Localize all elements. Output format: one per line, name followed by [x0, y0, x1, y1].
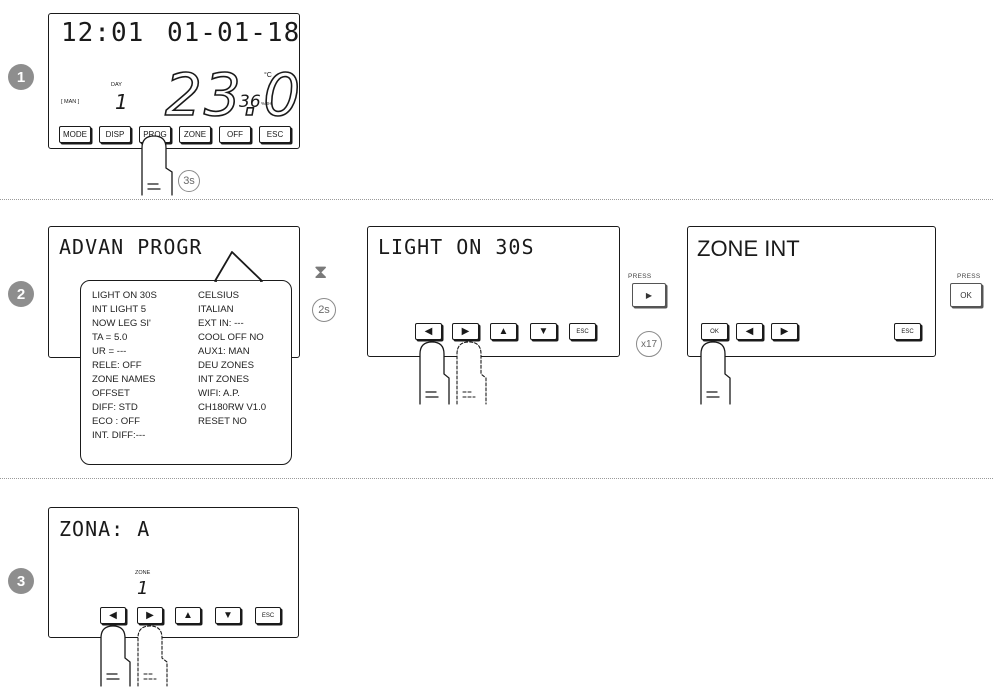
screen-title: ZONA: A [59, 517, 151, 541]
up-arrow-icon: ▲ [183, 610, 193, 621]
left-button[interactable]: ◀ [100, 607, 126, 624]
ok-button[interactable]: OK [701, 323, 728, 340]
esc-button[interactable]: ESC [569, 323, 596, 340]
menu-item: INT LIGHT 5 [92, 304, 147, 315]
step-2-badge: 2 [8, 281, 34, 307]
down-button[interactable]: ▼ [530, 323, 557, 340]
left-arrow-icon: ◀ [745, 326, 754, 337]
menu-item: EXT IN: --- [198, 318, 244, 329]
press-label: PRESS [957, 273, 981, 280]
wait-duration: 2s [312, 298, 336, 322]
menu-item: ECO : OFF [92, 416, 140, 427]
screen-title: LIGHT ON 30S [378, 235, 535, 259]
menu-item: CH180RW V1.0 [198, 402, 267, 413]
menu-item: INT ZONES [198, 374, 249, 385]
press-ok-key: OK [950, 283, 982, 307]
up-button[interactable]: ▲ [175, 607, 201, 624]
day-label: DAY [111, 82, 122, 88]
right-button[interactable]: ▶ [137, 607, 163, 624]
right-arrow-icon: ▶ [780, 326, 789, 337]
screen-title: ZONE INT [697, 236, 800, 261]
separator [0, 478, 993, 479]
esc-button[interactable]: ESC [894, 323, 921, 340]
left-arrow-icon: ◀ [109, 610, 117, 621]
zone-value: 1 [137, 578, 149, 599]
down-button[interactable]: ▼ [215, 607, 241, 624]
repeat-count: x17 [636, 331, 662, 357]
day-value: 1 [115, 90, 128, 114]
step-1-badge: 1 [8, 64, 34, 90]
right-button[interactable]: ▶ [771, 323, 798, 340]
right-arrow-icon: ▶ [645, 290, 653, 300]
left-button[interactable]: ◀ [736, 323, 763, 340]
mode-indicator: [ MAN ] [61, 99, 80, 105]
zone-label: ZONE [135, 570, 151, 576]
off-button[interactable]: OFF [219, 126, 251, 143]
menu-item: WIFI: A.P. [198, 388, 240, 399]
down-arrow-icon: ▼ [538, 326, 549, 337]
up-button[interactable]: ▲ [490, 323, 517, 340]
menu-item: AUX1: MAN [198, 346, 250, 357]
humidity-unit: %RH [261, 101, 272, 106]
menu-item: LIGHT ON 30S [92, 290, 157, 301]
zone-int-display: ZONE INT OK ◀ ▶ ESC [687, 226, 936, 357]
right-button[interactable]: ▶ [452, 323, 479, 340]
mode-button[interactable]: MODE [59, 126, 91, 143]
thermostat-display-home: 12:01 01-01-18 DAY 1 [ MAN ] 23.0 °C 36 … [48, 13, 303, 149]
step-3-badge: 3 [8, 568, 34, 594]
right-arrow-icon: ▶ [461, 326, 470, 337]
screen-title: ADVAN PROGR [59, 235, 203, 259]
up-arrow-icon: ▲ [498, 326, 509, 337]
menu-list-bubble [80, 280, 292, 465]
zone-select-display: ZONA: A ZONE 1 ◀ ▶ ▲ ▼ ESC [48, 507, 299, 638]
right-arrow-icon: ▶ [146, 610, 154, 621]
press-label: PRESS [628, 273, 652, 280]
zone-button[interactable]: ZONE [179, 126, 211, 143]
menu-item: DIFF: STD [92, 402, 138, 413]
clock-time: 12:01 [61, 18, 145, 48]
menu-item: UR = --- [92, 346, 127, 357]
prog-button[interactable]: PROG [139, 126, 171, 143]
menu-item: ITALIAN [198, 304, 234, 315]
separator [0, 199, 993, 200]
light-on-display: LIGHT ON 30S ◀ ▶ ▲ ▼ ESC [367, 226, 620, 357]
esc-button[interactable]: ESC [255, 607, 281, 624]
disp-button[interactable]: DISP [99, 126, 131, 143]
hourglass-icon: ⧗ [314, 262, 328, 283]
temperature-readout: 23.0 [164, 61, 303, 129]
menu-item: DEU ZONES [198, 360, 254, 371]
menu-item: NOW LEG SI' [92, 318, 151, 329]
menu-item: COOL OFF NO [198, 332, 264, 343]
press-right-key: ▶ [632, 283, 666, 307]
humidity-value: 36 [239, 92, 261, 112]
clock-date: 01-01-18 [167, 18, 301, 48]
menu-item: RELE: OFF [92, 360, 142, 371]
left-button[interactable]: ◀ [415, 323, 442, 340]
menu-item: RESET NO [198, 416, 247, 427]
menu-item: TA = 5.0 [92, 332, 128, 343]
down-arrow-icon: ▼ [223, 610, 233, 621]
left-arrow-icon: ◀ [424, 326, 433, 337]
menu-item: OFFSET [92, 388, 130, 399]
menu-item: CELSIUS [198, 290, 240, 301]
esc-button[interactable]: ESC [259, 126, 291, 143]
hold-duration: 3s [178, 170, 200, 192]
menu-item: ZONE NAMES [92, 374, 156, 385]
menu-item: INT. DIFF:--- [92, 430, 146, 441]
temp-unit: °C [264, 72, 272, 79]
